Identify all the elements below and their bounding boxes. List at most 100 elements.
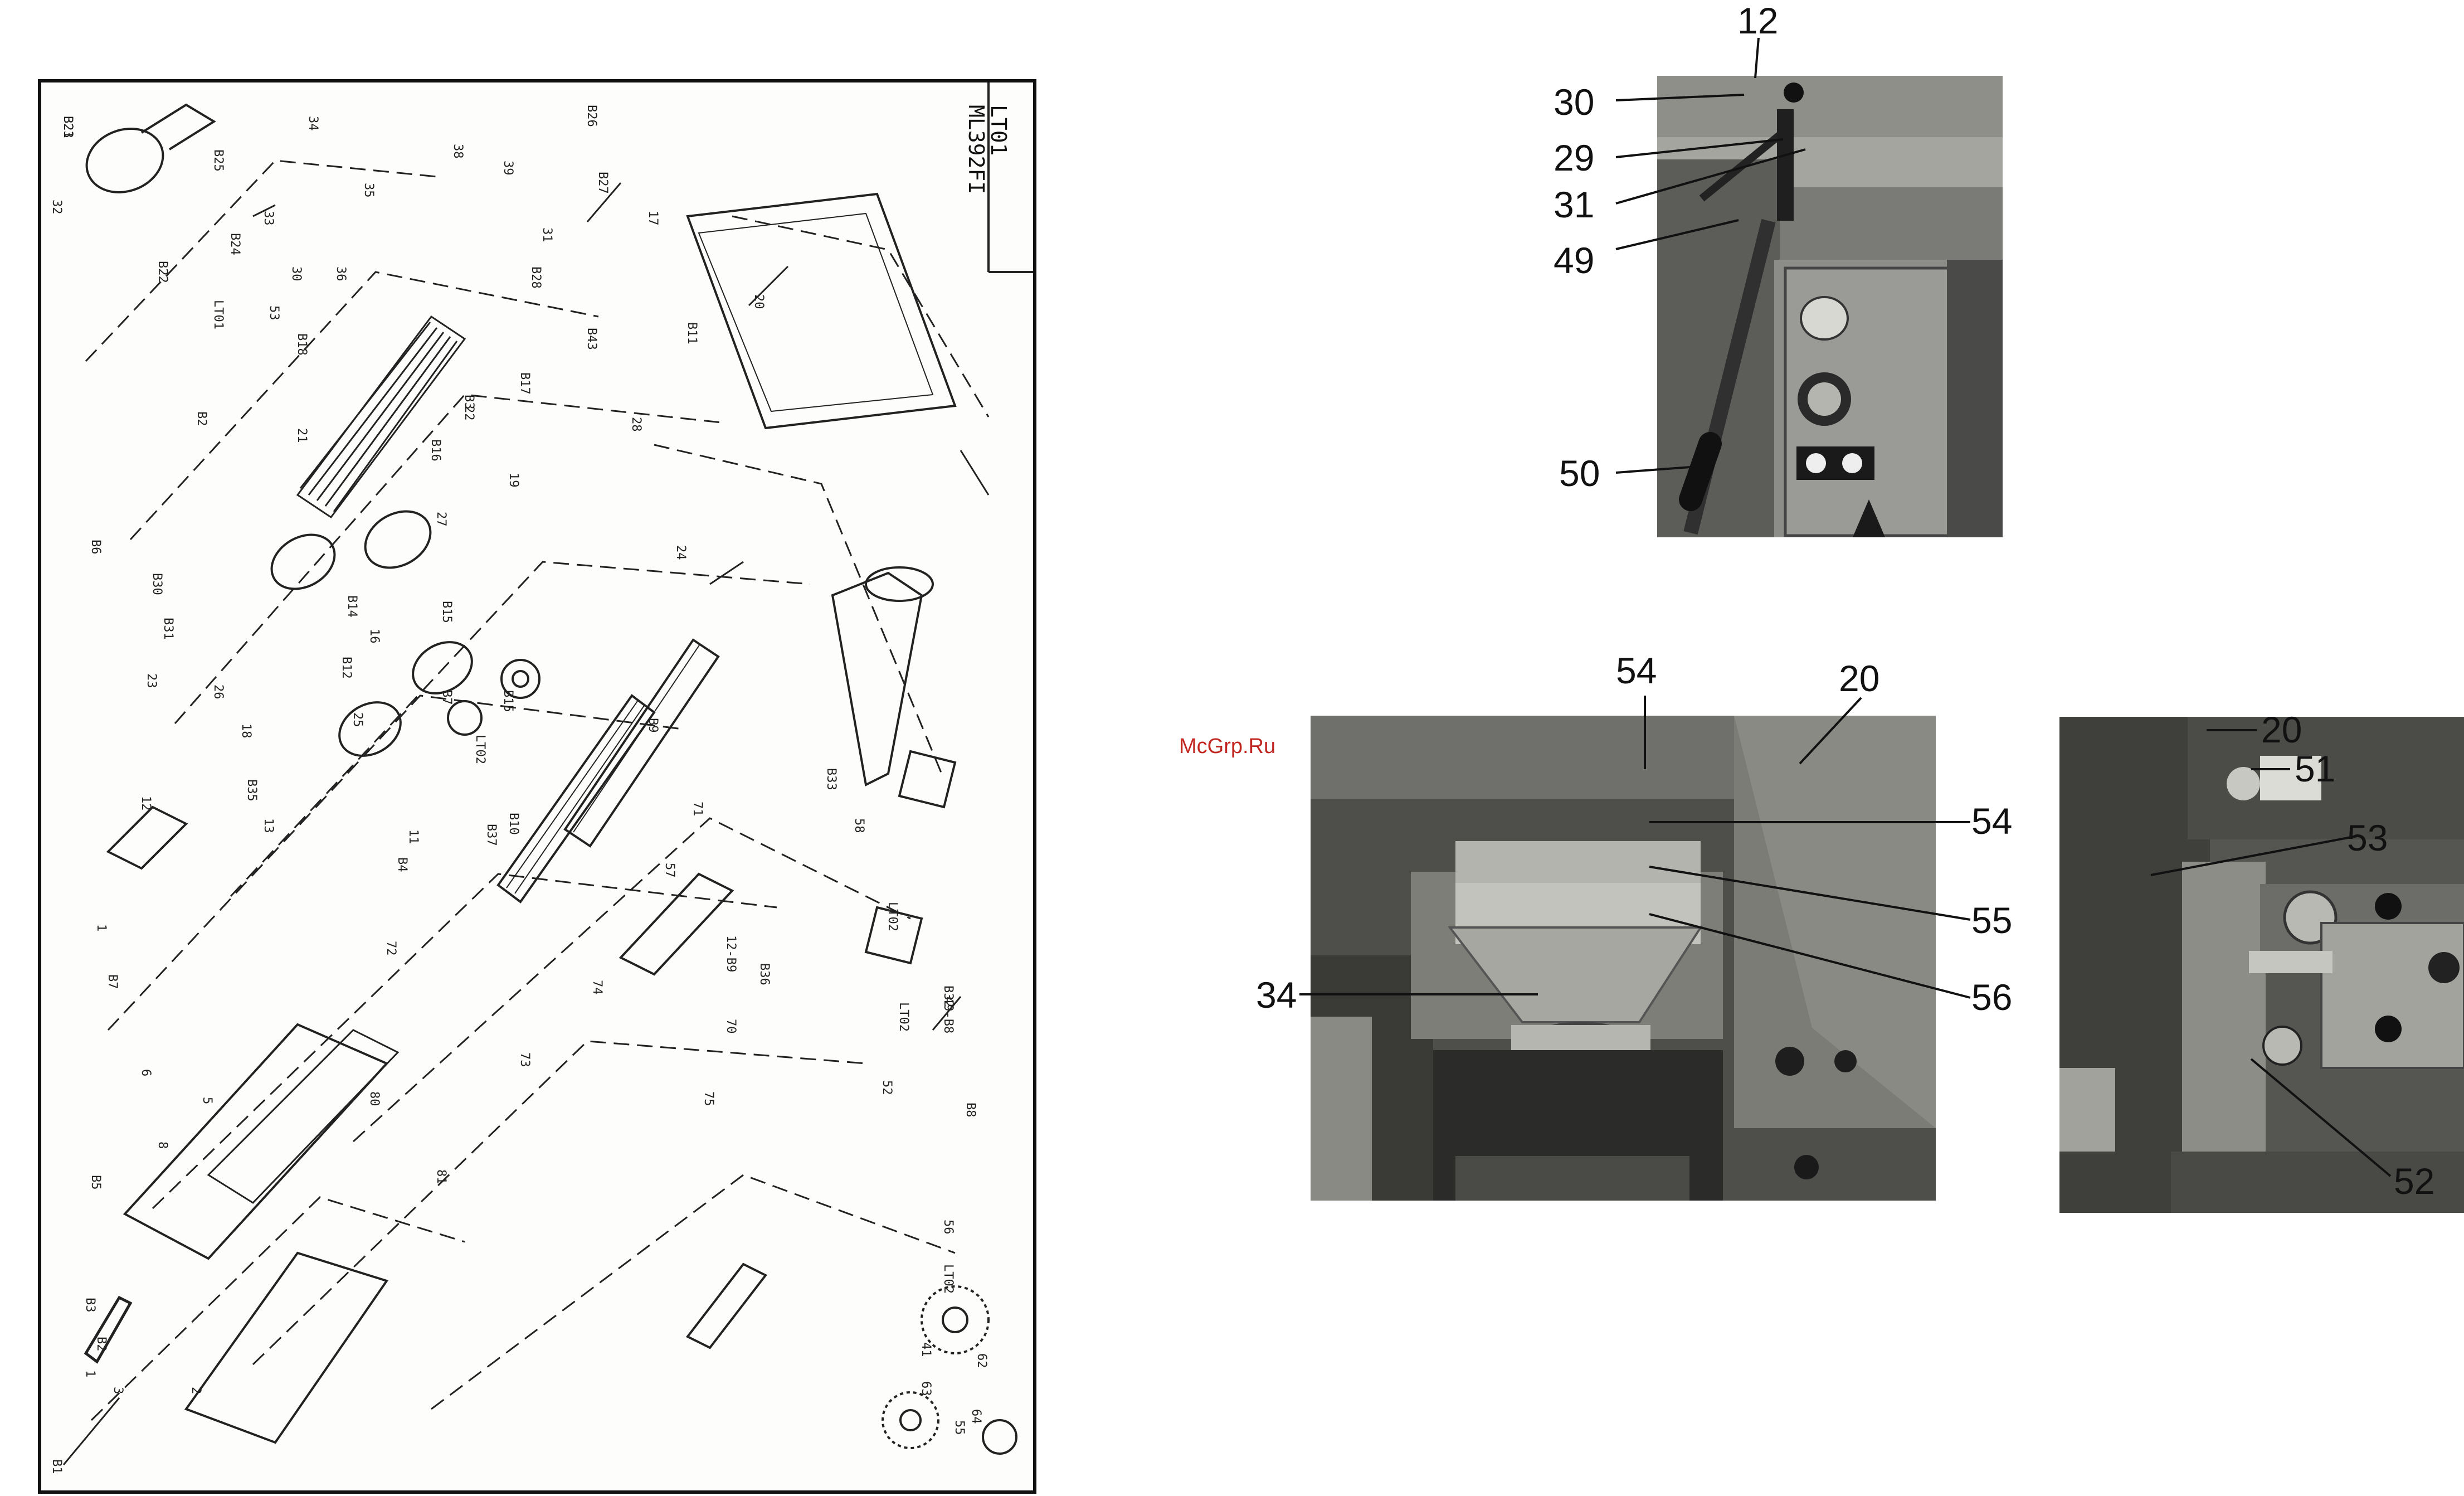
title-block-line1: LT01: [986, 105, 1011, 156]
callout-52: 52: [2394, 1160, 2435, 1202]
part-label: 57: [663, 863, 676, 878]
part-label: 12: [139, 796, 153, 811]
part-label: B6: [89, 540, 103, 555]
callout-54-top: 54: [1616, 650, 1657, 691]
part-label: B4: [395, 857, 409, 872]
part-label: 8: [155, 1142, 169, 1149]
part-label: 22: [462, 406, 476, 421]
callout-34: 34: [1256, 974, 1297, 1016]
callout-49: 49: [1554, 240, 1595, 281]
part-label: 63: [919, 1381, 933, 1396]
callout-54-right: 54: [1971, 800, 2013, 842]
top-photo-image: [1657, 76, 2003, 537]
part-label: 31: [540, 227, 554, 242]
part-label: B27: [596, 172, 610, 194]
part-label: B26: [585, 105, 598, 127]
part-label: 20: [752, 294, 766, 309]
part-label: 1: [83, 1370, 97, 1378]
part-label: 5: [200, 1097, 214, 1105]
part-label: 53: [267, 305, 281, 320]
top-photo: [1657, 76, 2003, 537]
part-label: B24: [228, 233, 242, 255]
part-label: 62: [975, 1353, 988, 1368]
part-label: 73: [518, 1052, 532, 1067]
part-label: 52: [880, 1080, 894, 1095]
part-label: LT02: [897, 1002, 910, 1032]
part-label: 72: [384, 941, 398, 956]
part-label: 13: [261, 818, 275, 833]
part-label: B35: [245, 779, 259, 802]
callout-29: 29: [1554, 137, 1595, 178]
part-label: B5: [89, 1175, 103, 1190]
callout-20-right: 20: [2261, 709, 2302, 750]
part-label: B33: [824, 768, 838, 790]
part-label: 21: [295, 428, 309, 443]
watermark: McGrp.Ru: [1179, 735, 1276, 758]
part-label: 35: [362, 183, 376, 198]
part-label: B8: [963, 1102, 977, 1118]
part-label: 41: [919, 1342, 933, 1357]
part-label: B17: [518, 372, 532, 395]
part-label: 12-B9: [724, 935, 738, 973]
part-label: 80: [367, 1091, 381, 1106]
part-label: LT01: [211, 300, 225, 329]
part-label: 28: [629, 417, 643, 432]
callout-51: 51: [2295, 748, 2336, 789]
callout-20-middle: 20: [1839, 658, 1880, 699]
right-photo: [2059, 717, 2464, 1213]
part-label: LT02: [885, 902, 899, 931]
part-label: 19: [507, 473, 520, 488]
part-label: B14: [345, 595, 359, 618]
part-label: 39: [501, 161, 515, 176]
part-label: B21: [61, 116, 75, 138]
part-label: 24: [674, 545, 688, 560]
part-label: B22: [155, 261, 169, 283]
part-label: 25: [350, 712, 364, 727]
callout-55: 55: [1971, 900, 2013, 941]
part-label: 33: [261, 211, 275, 226]
part-label: B11: [685, 322, 699, 344]
part-label: B25: [211, 149, 225, 172]
part-label: B28: [529, 266, 543, 289]
callout-50: 50: [1559, 453, 1600, 494]
part-label: 17: [646, 211, 660, 226]
part-label: 58: [852, 818, 866, 833]
part-label: B9: [646, 718, 660, 733]
callout-30: 30: [1554, 81, 1595, 123]
part-label: 27: [434, 512, 448, 527]
part-label: 2: [189, 1387, 203, 1395]
callout-31: 31: [1554, 184, 1595, 225]
part-label: 18: [239, 723, 253, 739]
part-label: LT02: [941, 1264, 955, 1294]
part-label: 11: [406, 829, 420, 844]
part-label: 64: [969, 1409, 983, 1424]
part-label: 32: [50, 200, 64, 215]
part-label: 36: [334, 266, 348, 281]
part-label: B2: [94, 1337, 108, 1352]
part-label: 30: [289, 266, 303, 281]
middle-photo-image: [1311, 716, 1936, 1201]
part-label: B31: [161, 618, 175, 640]
part-label: B1: [50, 1459, 64, 1474]
part-label: 26: [211, 684, 225, 700]
part-label: B7: [440, 690, 454, 705]
right-photo-image: [2059, 717, 2464, 1213]
part-label: 23: [144, 673, 158, 688]
part-label: B18: [295, 333, 309, 356]
part-label: B43: [585, 328, 598, 350]
part-label: B16: [428, 439, 442, 462]
middle-photo: [1311, 716, 1936, 1201]
part-label: 56: [941, 1220, 955, 1235]
title-block-line2: ML392FI: [964, 105, 988, 195]
part-label: 6: [139, 1069, 153, 1077]
part-label: 70: [724, 1019, 738, 1034]
part-label: B10: [507, 813, 520, 835]
part-label: 16: [367, 629, 381, 644]
part-label: 74: [590, 980, 604, 995]
part-label: B15: [501, 690, 515, 712]
part-label: B15: [440, 601, 454, 623]
part-label: B12: [339, 657, 353, 679]
part-label: B7: [105, 974, 119, 989]
part-label: 71: [690, 802, 704, 817]
